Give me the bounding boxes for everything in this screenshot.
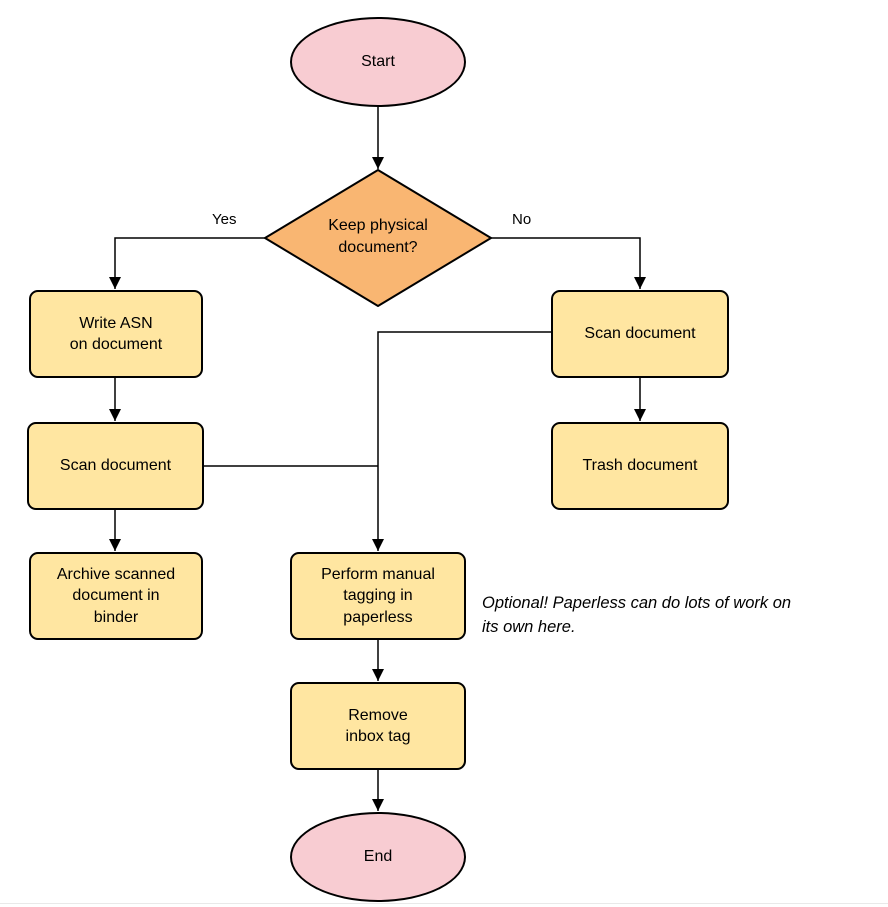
trash-document-label: Trash document bbox=[582, 457, 698, 475]
edge-label-yes: Yes bbox=[212, 211, 237, 228]
end-node: End bbox=[290, 812, 466, 902]
scan-document-right-node: Scan document bbox=[551, 290, 729, 378]
manual-tagging-node: Perform manual tagging in paperless bbox=[290, 552, 466, 640]
start-label: Start bbox=[361, 53, 395, 71]
decision-node-label: Keep physical document? bbox=[328, 217, 428, 256]
edge-scan-right-to-tagging bbox=[372, 331, 551, 551]
write-asn-label: Write ASN on document bbox=[69, 314, 163, 353]
start-node: Start bbox=[290, 17, 466, 107]
scan-document-left-node: Scan document bbox=[27, 422, 204, 510]
archive-label: Archive scanned document in binder bbox=[56, 566, 176, 626]
edge-label-no: No bbox=[512, 211, 532, 228]
write-asn-node: Write ASN on document bbox=[29, 290, 203, 378]
end-label: End bbox=[363, 848, 393, 866]
trash-document-node: Trash document bbox=[551, 422, 729, 510]
optional-annotation: Optional! Paperless can do lots of work … bbox=[482, 594, 792, 636]
decision-diamond-shape bbox=[264, 169, 492, 307]
archive-node: Archive scanned document in binder bbox=[29, 552, 203, 640]
bottom-divider bbox=[0, 903, 888, 904]
manual-tagging-label: Perform manual tagging in paperless bbox=[321, 566, 435, 626]
remove-inbox-tag-label: Remove inbox tag bbox=[345, 706, 411, 745]
edge-decision-yes-to-write-asn bbox=[109, 237, 265, 289]
edge-decision-no-to-scan-right bbox=[491, 237, 646, 289]
remove-inbox-tag-node: Remove inbox tag bbox=[290, 682, 466, 770]
scan-document-right-label: Scan document bbox=[584, 325, 696, 343]
scan-document-left-label: Scan document bbox=[59, 457, 172, 475]
